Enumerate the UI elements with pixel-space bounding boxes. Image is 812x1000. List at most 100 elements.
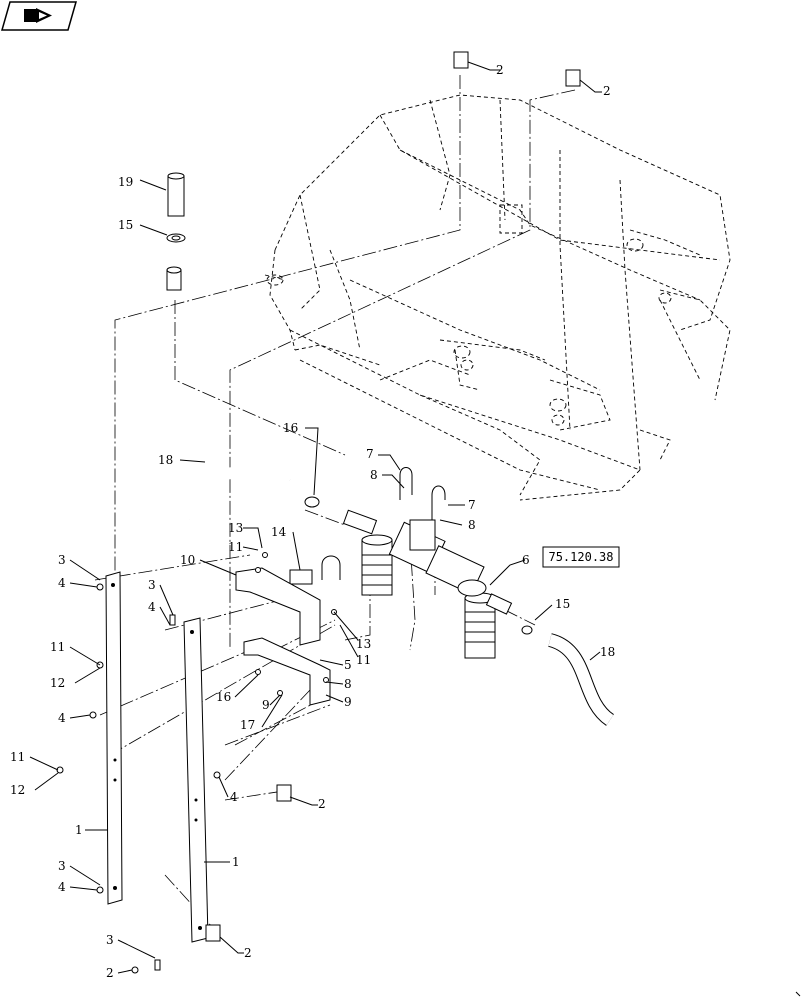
svg-text:4: 4 bbox=[148, 600, 156, 614]
part-15-clamp-right bbox=[521, 625, 533, 635]
part-2-clip-top-left bbox=[453, 51, 469, 69]
svg-text:9: 9 bbox=[344, 695, 352, 709]
svg-text:16: 16 bbox=[283, 421, 298, 435]
part-2-clip-mid bbox=[276, 784, 292, 802]
callout-3: 3 bbox=[148, 578, 174, 616]
svg-text:2: 2 bbox=[603, 84, 611, 98]
svg-text:2: 2 bbox=[244, 946, 252, 960]
part-19-tube bbox=[167, 172, 185, 217]
svg-text:11: 11 bbox=[356, 653, 371, 667]
svg-text:15: 15 bbox=[118, 218, 133, 232]
svg-text:10: 10 bbox=[180, 553, 195, 567]
callout-4: 2 bbox=[106, 966, 133, 980]
arrow-page-icon bbox=[24, 8, 52, 23]
part-2-clip-bottom bbox=[205, 924, 221, 942]
svg-text:9: 9 bbox=[262, 698, 270, 712]
svg-text:15: 15 bbox=[555, 597, 570, 611]
callout-4: 4 bbox=[58, 711, 91, 725]
callout-18: 18 bbox=[589, 645, 615, 661]
svg-text:13: 13 bbox=[228, 521, 243, 535]
svg-text:18: 18 bbox=[158, 453, 173, 467]
callout-8: 8 bbox=[325, 677, 352, 691]
svg-text:14: 14 bbox=[271, 525, 287, 539]
part-cap bbox=[166, 266, 182, 291]
part-5-bracket bbox=[243, 637, 331, 706]
svg-text:3: 3 bbox=[148, 578, 156, 592]
callout-11: 11 bbox=[50, 640, 101, 666]
reference-code: 75.120.38 bbox=[548, 550, 613, 564]
part-2-clip-top-right bbox=[565, 69, 581, 87]
callout-4: 4 bbox=[58, 576, 98, 590]
callout-4: 4 bbox=[58, 880, 98, 894]
svg-text:1: 1 bbox=[232, 855, 240, 869]
part-1-rail-right bbox=[183, 617, 209, 943]
callout-3: 3 bbox=[106, 933, 156, 959]
callout-5: 5 bbox=[319, 658, 352, 672]
svg-text:2: 2 bbox=[106, 966, 114, 980]
callout-7: 7 bbox=[448, 498, 476, 512]
callout-15: 16 bbox=[283, 421, 319, 496]
svg-text:17: 17 bbox=[240, 718, 255, 732]
svg-text:11: 11 bbox=[50, 640, 65, 654]
svg-text:1: 1 bbox=[75, 823, 83, 837]
callout-15: 15 bbox=[534, 597, 570, 621]
callout-7: 7 bbox=[366, 447, 401, 471]
reference-box[interactable]: 75.120.38 bbox=[542, 546, 620, 568]
callout-13: 13 bbox=[333, 611, 371, 651]
svg-text:8: 8 bbox=[468, 518, 476, 532]
svg-text:5: 5 bbox=[344, 658, 352, 672]
part-18-hose-left bbox=[184, 466, 292, 521]
callout-11: 11 bbox=[10, 750, 59, 771]
callout-12: 12 bbox=[50, 667, 101, 690]
svg-text:7: 7 bbox=[468, 498, 476, 512]
callout-4: 4 bbox=[148, 600, 171, 626]
callout-11: 11 bbox=[339, 624, 371, 667]
svg-text:2: 2 bbox=[496, 63, 504, 77]
machine-frame bbox=[264, 94, 731, 501]
callout-17: 15 bbox=[118, 218, 168, 236]
svg-text:3: 3 bbox=[106, 933, 114, 947]
callout-16: 17 bbox=[240, 694, 283, 732]
callout-2: 2 bbox=[467, 61, 504, 77]
svg-text:11: 11 bbox=[228, 540, 243, 554]
callout-16: 16 bbox=[216, 674, 259, 704]
callout-4: 4 bbox=[218, 776, 238, 804]
callout-1: 1 bbox=[75, 823, 108, 837]
svg-text:8: 8 bbox=[370, 468, 378, 482]
callout-1: 1 bbox=[204, 855, 240, 869]
part-14-ubolt bbox=[289, 555, 341, 585]
callout-8: 8 bbox=[439, 518, 476, 532]
svg-text:12: 12 bbox=[50, 676, 65, 690]
callout-3: 3 bbox=[58, 859, 101, 886]
svg-text:11: 11 bbox=[10, 750, 25, 764]
callout-14: 14 bbox=[271, 525, 301, 571]
svg-text:3: 3 bbox=[58, 859, 66, 873]
nav-badge[interactable] bbox=[1, 1, 77, 31]
part-1-rail-left bbox=[105, 571, 123, 905]
part-6-valve-manifold bbox=[342, 509, 513, 659]
callout-9: 9 bbox=[325, 694, 352, 709]
callout-6: 6 bbox=[489, 553, 530, 586]
svg-text:2: 2 bbox=[318, 797, 326, 811]
svg-text:13: 13 bbox=[356, 637, 371, 651]
callout-2: 2 bbox=[579, 79, 611, 98]
svg-text:16: 16 bbox=[216, 690, 231, 704]
svg-text:18: 18 bbox=[600, 645, 615, 659]
part-7-pin-lower bbox=[431, 485, 446, 520]
svg-text:19: 19 bbox=[118, 175, 133, 189]
svg-text:4: 4 bbox=[230, 790, 238, 804]
assembly-lines bbox=[94, 75, 576, 931]
svg-text:12: 12 bbox=[10, 783, 25, 797]
svg-text:4: 4 bbox=[58, 880, 66, 894]
callout-10: 10 bbox=[180, 553, 237, 576]
svg-text:6: 6 bbox=[522, 553, 530, 567]
callout-2: 2 bbox=[219, 936, 252, 960]
svg-text:3: 3 bbox=[58, 553, 66, 567]
callout-2: 2 bbox=[289, 796, 326, 811]
corner-mark bbox=[795, 991, 801, 997]
callout-11: 11 bbox=[228, 540, 259, 554]
callout-19: 19 bbox=[118, 175, 167, 191]
part-7-pin-upper bbox=[399, 467, 413, 500]
part-10-bracket bbox=[235, 567, 321, 646]
